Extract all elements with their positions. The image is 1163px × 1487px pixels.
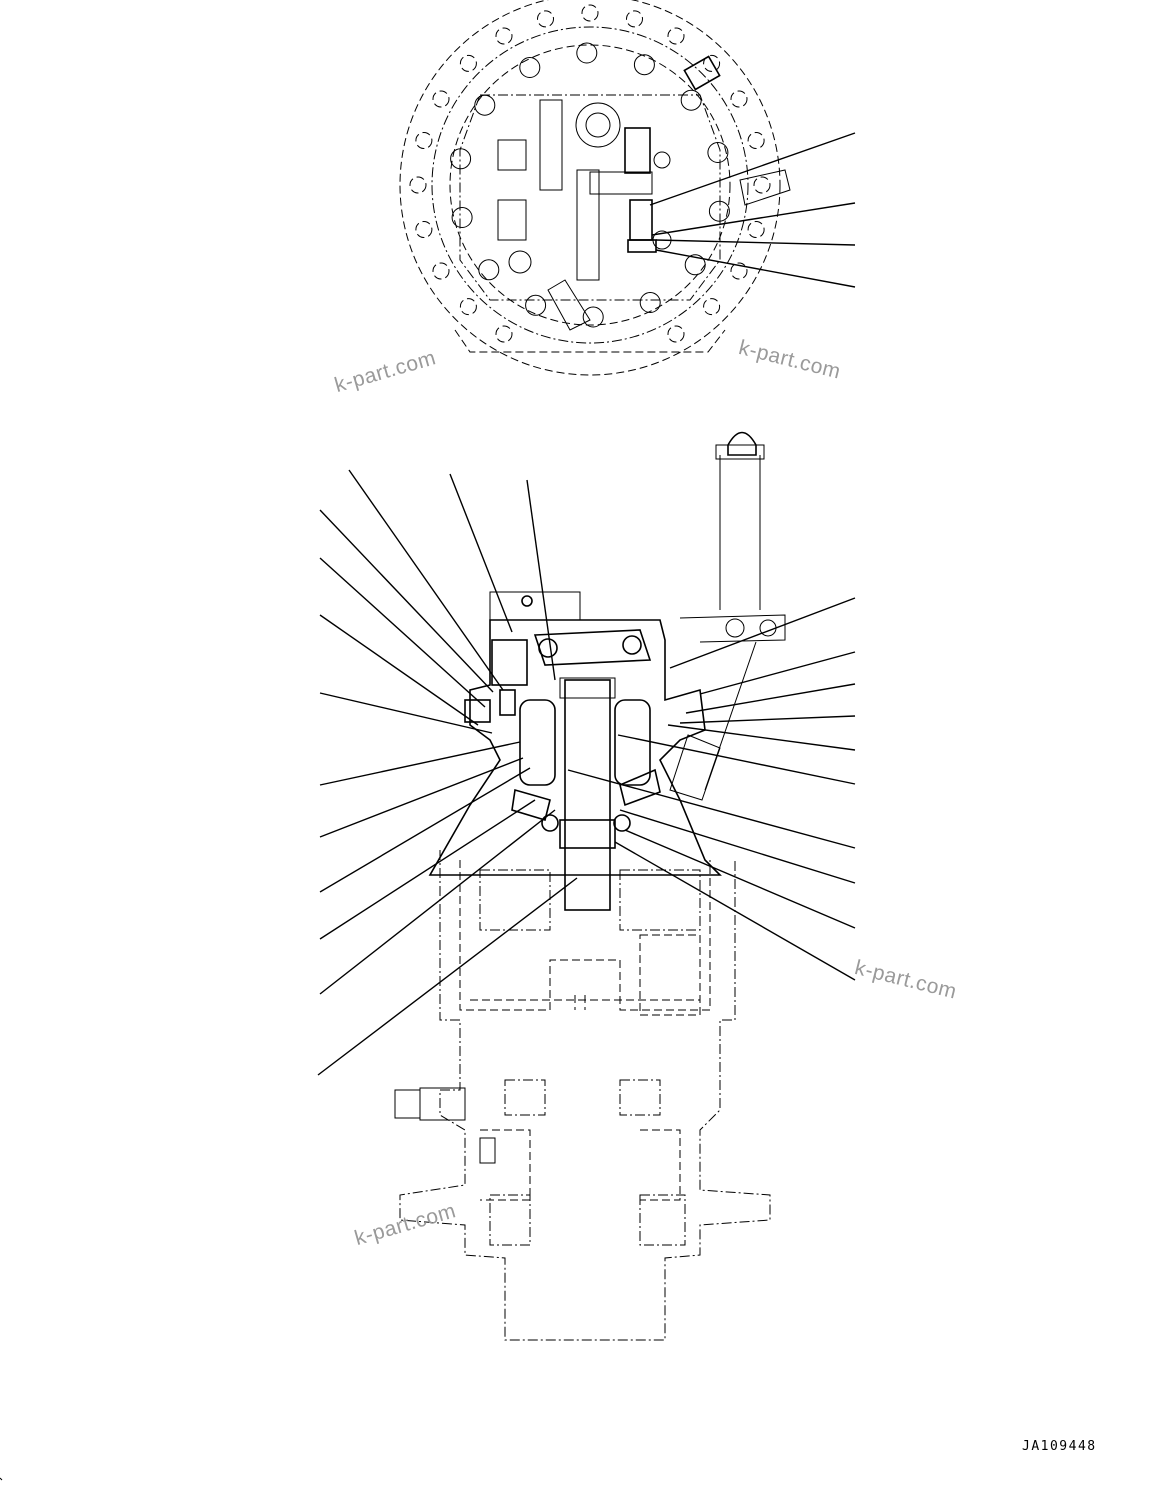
leader-line xyxy=(567,769,856,849)
bolt-hole xyxy=(667,325,685,343)
corner-mark xyxy=(0,1477,3,1481)
leader-line xyxy=(319,614,479,726)
leader-line xyxy=(319,757,524,838)
inner-bolt xyxy=(478,259,500,281)
leader-line xyxy=(319,767,531,893)
bolt-hole xyxy=(495,325,513,343)
bolt-hole xyxy=(459,54,477,72)
section-leaders xyxy=(317,469,856,1076)
inner-bolt xyxy=(474,94,496,116)
leader-line xyxy=(319,799,536,940)
bolt-hole xyxy=(747,132,765,149)
leader-line xyxy=(669,597,856,669)
leader-line xyxy=(685,683,856,714)
inner-bolt xyxy=(451,207,473,228)
leader-line xyxy=(319,809,556,995)
inner-bolt xyxy=(680,89,702,111)
leader-line xyxy=(319,741,521,786)
leader-line xyxy=(317,877,578,1076)
leader-line xyxy=(319,692,493,734)
leader-line xyxy=(679,715,856,724)
bolt-hole xyxy=(703,298,721,316)
inner-bolt xyxy=(519,57,541,78)
inner-bolt xyxy=(639,292,661,313)
leader-line xyxy=(649,132,856,206)
top-view xyxy=(399,0,791,376)
leader-line xyxy=(619,809,856,884)
leader-line xyxy=(667,724,856,751)
inner-bolt xyxy=(525,294,547,316)
bolt-hole xyxy=(703,54,721,72)
bolt-hole xyxy=(495,27,513,45)
bolt-hole xyxy=(626,10,643,28)
bolt-hole xyxy=(415,132,433,149)
bolt-hole xyxy=(409,176,427,194)
bolt-hole xyxy=(581,4,599,22)
bolt-hole xyxy=(747,221,765,238)
bolt-hole xyxy=(730,262,748,280)
bolt-hole xyxy=(432,262,450,280)
bolt-hole xyxy=(753,176,771,194)
leader-line xyxy=(655,249,856,288)
leader-line xyxy=(614,841,856,981)
leader-line xyxy=(449,473,513,633)
bolt-hole xyxy=(415,221,433,238)
inner-bolt xyxy=(582,306,604,328)
bolt-hole xyxy=(432,90,450,108)
leader-line xyxy=(624,829,856,929)
leader-line xyxy=(319,509,494,693)
leader-line xyxy=(617,734,856,785)
inner-bolt xyxy=(450,148,472,170)
drawing-code: JA109448 xyxy=(1022,1439,1097,1454)
leader-line xyxy=(348,469,504,691)
top-leaders xyxy=(649,132,856,288)
leader-line xyxy=(651,202,856,236)
section-view xyxy=(394,431,786,1341)
leader-line xyxy=(526,479,556,681)
inner-bolt xyxy=(708,200,730,222)
bolt-hole xyxy=(667,27,685,45)
leader-line xyxy=(319,557,486,708)
inner-bolt xyxy=(684,254,706,276)
leader-line xyxy=(655,239,856,246)
bolt-hole xyxy=(537,10,554,28)
inner-bolt xyxy=(576,42,598,64)
inner-bolt xyxy=(633,54,655,76)
leader-line xyxy=(699,651,856,695)
bolt-hole xyxy=(459,298,477,316)
inner-bolt xyxy=(707,142,729,163)
bolt-hole xyxy=(730,90,748,108)
